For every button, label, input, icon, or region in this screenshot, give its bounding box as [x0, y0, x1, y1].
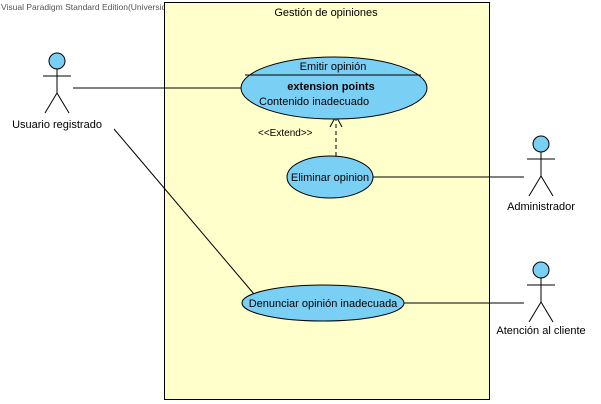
use-case-denunciar[interactable]: Denunciar opinión inadecuada [241, 284, 405, 322]
use-case-emitir[interactable]: Emitir opinión extension points Contenid… [240, 56, 428, 120]
use-case-denunciar-label: Denunciar opinión inadecuada [249, 298, 398, 310]
use-case-emitir-ext-heading: extension points [287, 81, 374, 93]
use-case-eliminar[interactable]: Eliminar opinion [286, 155, 374, 199]
stick-figure-icon [527, 135, 555, 197]
use-case-emitir-title: Emitir opinión [300, 61, 367, 73]
actor-administrador[interactable]: Administrador [507, 135, 575, 213]
actor-administrador-label: Administrador [507, 201, 575, 213]
stick-figure-icon [43, 52, 71, 114]
use-case-eliminar-label: Eliminar opinion [291, 172, 369, 184]
system-title: Gestión de opiniones [274, 7, 378, 19]
actor-usuario-label: Usuario registrado [12, 119, 102, 131]
actor-usuario-registrado[interactable]: Usuario registrado [12, 52, 102, 131]
use-case-emitir-ext-point: Contenido inadecuado [259, 96, 369, 108]
actor-atencion-cliente[interactable]: Atención al cliente [496, 261, 586, 337]
assoc-usuario-denunciar[interactable] [113, 128, 255, 295]
extend-label: <<Extend>> [258, 128, 313, 139]
watermark-text: Visual Paradigm Standard Edition(Univers… [1, 2, 214, 12]
actor-atencion-label: Atención al cliente [496, 325, 585, 337]
stick-figure-icon [527, 261, 555, 323]
